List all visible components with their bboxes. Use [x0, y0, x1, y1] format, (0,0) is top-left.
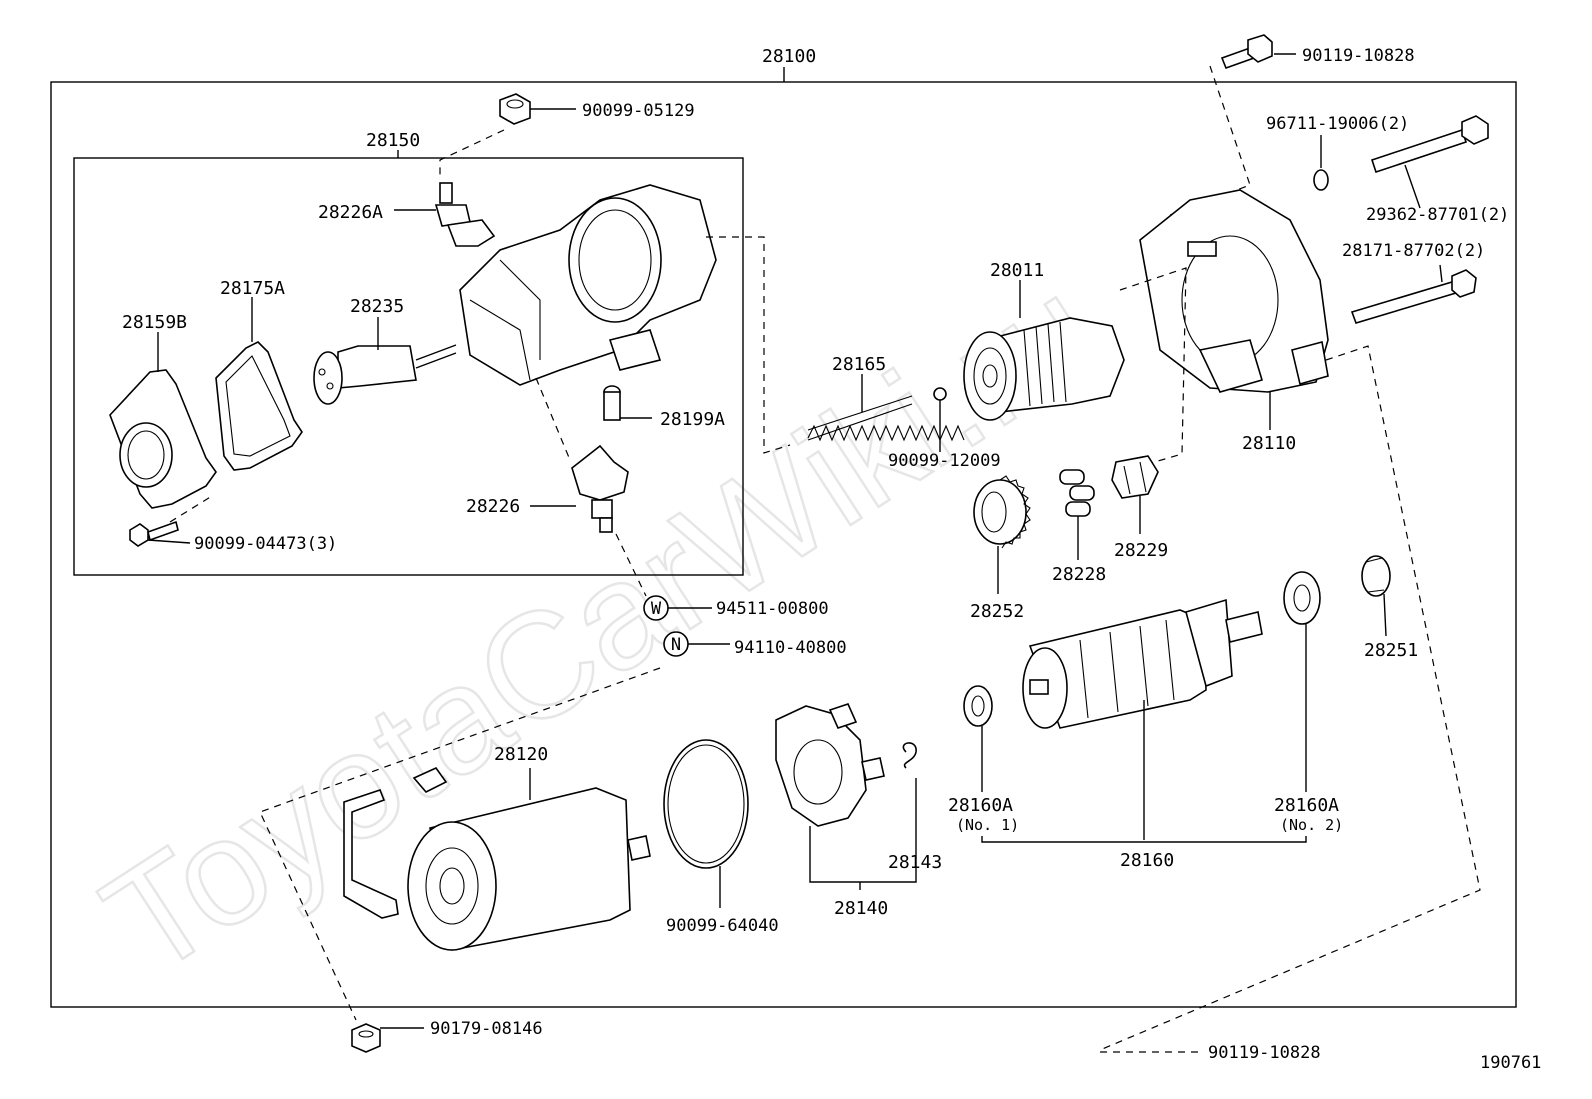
label-28235: 28235: [350, 296, 404, 317]
nut-90179-08146-icon: [351, 1023, 381, 1053]
figure-id: 190761: [1480, 1053, 1541, 1073]
brush-holder-28140-icon: [775, 703, 885, 827]
label-29362: 29362-87701(2): [1366, 205, 1509, 225]
spring-28143-icon: [902, 742, 917, 769]
label-28171: 28171-87702(2): [1342, 241, 1485, 261]
bolt-29362-icon: [1370, 115, 1489, 174]
label-28226: 28226: [466, 496, 520, 517]
label-28120: 28120: [494, 744, 548, 765]
label-28228: 28228: [1052, 564, 1106, 585]
label-94511: 94511-00800: [716, 599, 829, 619]
label-28011: 28011: [990, 260, 1044, 281]
label-90179: 90179-08146: [430, 1019, 543, 1039]
label-28160: 28160: [1120, 850, 1174, 871]
gasket-28175A-icon: [215, 341, 303, 471]
ball-90099-12009-icon: [933, 387, 947, 401]
screw-90099-04473-icon: [129, 520, 179, 547]
label-28199A: 28199A: [660, 409, 725, 430]
label-28175A: 28175A: [220, 278, 285, 299]
yoke-28120-icon: [343, 766, 651, 951]
terminal-28226A-icon: [434, 182, 496, 247]
label-28150: 28150: [366, 130, 420, 151]
bearing-28160A-no1-icon: [963, 685, 993, 727]
svg-text:W: W: [651, 599, 662, 619]
label-96711: 96711-19006(2): [1266, 114, 1409, 134]
cover-28159B-icon: [109, 369, 217, 509]
label-28160A-no2-note: (No. 2): [1280, 816, 1343, 834]
washer-symbol: W: [643, 595, 669, 621]
pinion-28251-icon: [1361, 555, 1391, 597]
label-90099-64040: 90099-64040: [666, 916, 779, 936]
bolt-28171-icon: [1350, 269, 1477, 324]
washer-96711-icon: [1313, 169, 1329, 191]
label-28110: 28110: [1242, 433, 1296, 454]
label-90099-05129: 90099-05129: [582, 101, 695, 121]
retainer-28229-icon: [1111, 455, 1159, 499]
label-28159B: 28159B: [122, 312, 187, 333]
label-28160A-no2: 28160A: [1274, 795, 1339, 816]
svg-text:N: N: [671, 635, 681, 655]
bearing-28160A-no2-icon: [1283, 571, 1321, 625]
contact-28199A-icon: [603, 385, 621, 421]
label-90119-bottom: 90119-10828: [1208, 1043, 1321, 1063]
label-28140: 28140: [834, 898, 888, 919]
label-28100: 28100: [762, 46, 816, 67]
plunger-28235-icon: [313, 344, 457, 405]
subassembly-frame-28150: [73, 157, 744, 576]
label-28252: 28252: [970, 601, 1024, 622]
label-90099-12009: 90099-12009: [888, 451, 1001, 471]
clutch-28011-icon: [963, 317, 1125, 421]
label-28229: 28229: [1114, 540, 1168, 561]
bolt-90119-top-icon: [1220, 34, 1273, 70]
armature-28160-icon: [1022, 598, 1263, 729]
label-28226A: 28226A: [318, 202, 383, 223]
label-90119-top: 90119-10828: [1302, 46, 1415, 66]
housing-28110-icon: [1139, 189, 1329, 393]
nut-90099-05129-icon: [499, 93, 531, 125]
nut-symbol: N: [663, 631, 689, 657]
spring-28165-icon: [807, 395, 965, 442]
label-90099-04473: 90099-04473(3): [194, 534, 337, 554]
gear-28252-icon: [973, 475, 1031, 549]
label-28160A-no1: 28160A: [948, 795, 1013, 816]
label-28160A-no1-note: (No. 1): [956, 816, 1019, 834]
switch-housing-icon: [459, 184, 717, 386]
label-28251: 28251: [1364, 640, 1418, 661]
o-ring-90099-64040-icon: [663, 739, 749, 869]
label-94110: 94110-40800: [734, 638, 847, 658]
rollers-28228-icon: [1059, 469, 1095, 517]
terminal-28226-icon: [571, 444, 629, 533]
label-28165: 28165: [832, 354, 886, 375]
label-28143: 28143: [888, 852, 942, 873]
